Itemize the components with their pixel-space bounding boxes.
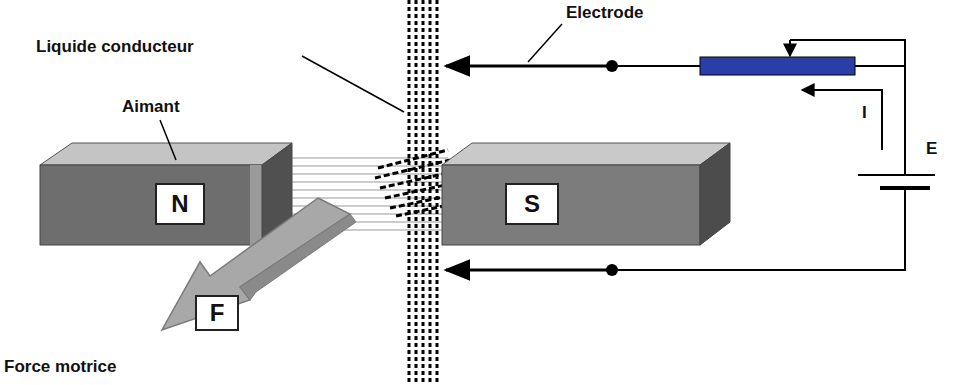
part-label: Electrode: [566, 4, 643, 23]
part-label: Force motrice: [4, 358, 116, 377]
node-text: S: [524, 191, 540, 217]
circuit-wires: [446, 40, 905, 270]
node-text: N: [171, 191, 188, 217]
pole-label-box: S: [505, 183, 559, 225]
part-label: E: [926, 140, 937, 159]
node-text: F: [210, 300, 225, 326]
battery-symbol: [858, 175, 935, 188]
electrode-terminal: [606, 60, 618, 72]
pole-label-box: F: [195, 295, 239, 331]
magnet-south: [442, 143, 730, 245]
part-label: Liquide conducteur: [36, 38, 194, 57]
rheostat: [700, 57, 855, 75]
magnet-north: [40, 143, 292, 245]
liquid-swirl: [375, 150, 452, 216]
leader-lines: [160, 24, 562, 160]
part-label: I: [862, 104, 867, 123]
pole-label-box: N: [155, 183, 205, 225]
part-label: Aimant: [122, 98, 180, 117]
electrode-terminal: [606, 264, 618, 276]
